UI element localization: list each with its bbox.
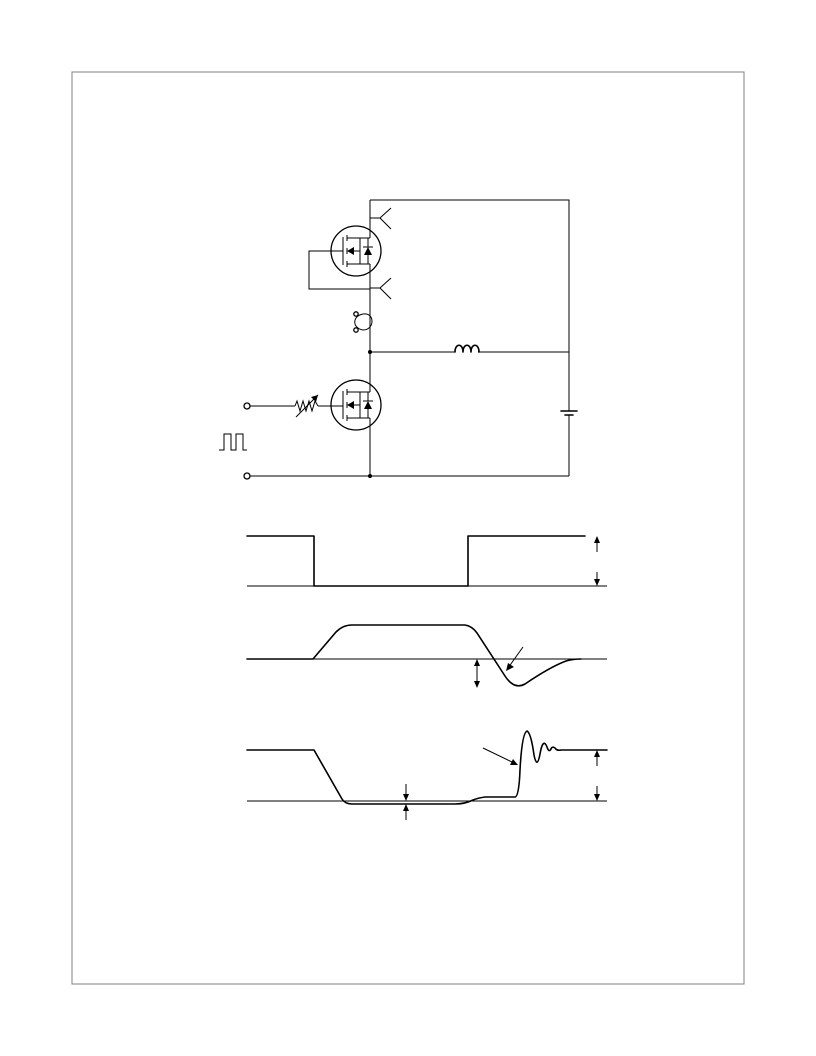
lower-mosfet-icon: [330, 379, 382, 431]
amplitude-arrow-icon: [594, 536, 600, 586]
variable-resistor-icon: [294, 394, 319, 418]
drain-probe-icon: [370, 207, 392, 230]
ringing-callout-arrow-icon: [482, 747, 518, 765]
switch-node-dot: [368, 350, 372, 354]
ground-input-terminal: [243, 472, 251, 480]
test-circuit: [219, 199, 578, 480]
on-voltage-arrow-icon: [403, 784, 409, 820]
page-frame: [71, 71, 745, 985]
callout-arrow-icon: [506, 646, 524, 671]
load-inductor-icon: [454, 344, 480, 353]
ground-node-dot: [368, 474, 372, 478]
gate-input-terminal: [243, 402, 251, 410]
diode-current-waveform: [246, 624, 607, 688]
diode-voltage-waveform: [246, 730, 608, 820]
waveform-panel: [246, 535, 608, 820]
gate-drive-waveform: [246, 535, 607, 587]
recovery-current-arrow-icon: [474, 659, 480, 688]
voltage-amplitude-arrow-icon: [594, 750, 600, 801]
source-probe-icon: [370, 277, 392, 300]
dc-supply-icon: [560, 405, 578, 420]
upper-mosfet-icon: [308, 225, 382, 296]
current-probe-icon: [353, 311, 373, 333]
pulse-waveform-icon: [219, 433, 247, 451]
top-rail-wire: [370, 199, 570, 352]
